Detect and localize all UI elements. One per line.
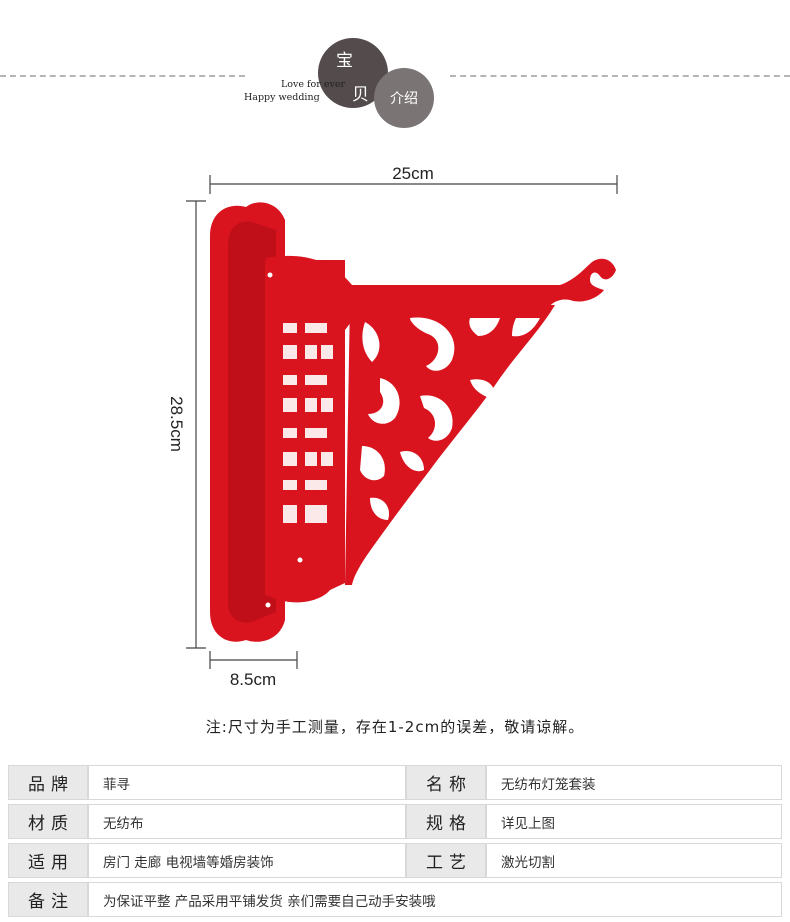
spec-value-name: 无纺布灯笼套装 bbox=[486, 765, 782, 800]
width-label: 25cm bbox=[392, 164, 434, 183]
spec-label-usage: 适用 bbox=[8, 843, 88, 878]
lattice-openings bbox=[283, 323, 333, 523]
depth-dimension-line bbox=[209, 651, 298, 669]
spec-value-remark: 为保证平整 产品采用平铺发货 亲们需要自己动手安装哦 bbox=[88, 882, 782, 917]
measurement-note: 注:尺寸为手工测量，存在1-2cm的误差，敬请谅解。 bbox=[205, 718, 585, 736]
header-char-1: 宝 bbox=[336, 51, 353, 71]
header-section-title: 介绍 bbox=[390, 91, 418, 107]
spec-label-size: 规格 bbox=[406, 804, 486, 839]
spec-label-remark: 备注 bbox=[8, 882, 88, 917]
spec-value-brand: 菲寻 bbox=[88, 765, 406, 800]
header-divider-right bbox=[450, 75, 790, 77]
spec-label-craft: 工艺 bbox=[406, 843, 486, 878]
header-circle-light: 介绍 bbox=[374, 68, 434, 128]
header-divider-left bbox=[0, 75, 245, 77]
spec-row-remark: 备注 为保证平整 产品采用平铺发货 亲们需要自己动手安装哦 bbox=[8, 882, 782, 917]
scroll-openings bbox=[265, 272, 540, 608]
width-dimension-line bbox=[209, 175, 618, 194]
product-figure: 25cm 28.5cm 8.5cm bbox=[167, 164, 618, 689]
height-label: 28.5cm bbox=[167, 396, 186, 452]
spec-label-brand: 品牌 bbox=[8, 765, 88, 800]
spec-row-usage: 适用 房门 走廊 电视墙等婚房装饰 工艺 激光切割 bbox=[8, 843, 782, 878]
spec-row-material: 材质 无纺布 规格 详见上图 bbox=[8, 804, 782, 839]
height-dimension-line bbox=[186, 200, 206, 649]
slogan-line-2: Happy wedding bbox=[244, 92, 320, 103]
spec-value-craft: 激光切割 bbox=[486, 843, 782, 878]
slogan-line-1: Love for ever bbox=[281, 79, 345, 90]
spec-value-material: 无纺布 bbox=[88, 804, 406, 839]
depth-label: 8.5cm bbox=[230, 670, 276, 689]
spec-row-brand: 品牌 菲寻 名称 无纺布灯笼套装 bbox=[8, 765, 782, 800]
spec-label-material: 材质 bbox=[8, 804, 88, 839]
spec-value-size: 详见上图 bbox=[486, 804, 782, 839]
bracket-shape bbox=[210, 202, 616, 642]
spec-value-usage: 房门 走廊 电视墙等婚房装饰 bbox=[88, 843, 406, 878]
spec-label-name: 名称 bbox=[406, 765, 486, 800]
header-char-2: 贝 bbox=[352, 85, 369, 105]
